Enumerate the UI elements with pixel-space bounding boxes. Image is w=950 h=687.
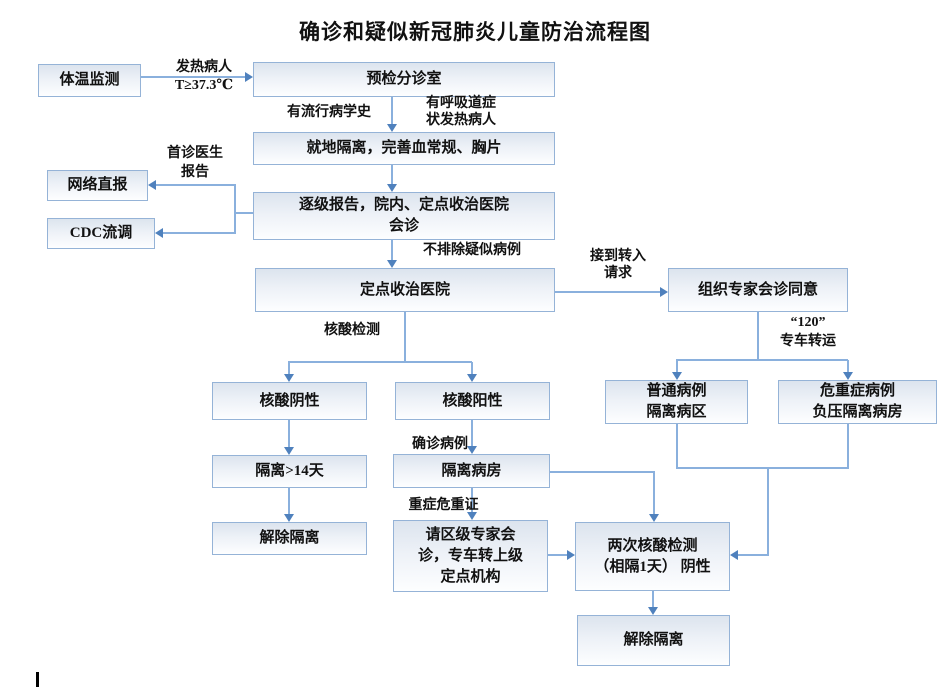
connector-report-left-stub	[235, 212, 253, 214]
node-net-report: 网络直报	[47, 170, 148, 201]
node-ordinary-ward: 普通病例 隔离病区	[605, 380, 748, 424]
label-car-120: “120” 专车转运	[780, 315, 836, 349]
arrowhead-into-district	[467, 512, 477, 520]
connector-negative-to-iso14	[288, 420, 290, 447]
node-iso-14days: 隔离>14天	[212, 455, 367, 488]
node-cdc: CDC流调	[47, 218, 155, 249]
label-na-test: 核酸检测	[324, 323, 380, 338]
connector-wards-merge	[676, 467, 849, 469]
connector-onsite-to-report	[391, 165, 393, 185]
connector-report-left-riser	[234, 184, 236, 234]
connector-critical-drop	[847, 360, 849, 372]
connector-tests-to-release	[652, 591, 654, 607]
node-two-tests: 两次核酸检测 （相隔1天） 阴性	[575, 522, 730, 591]
connector-ward-to-district	[471, 488, 473, 512]
label-confirmed: 确诊病例	[412, 437, 468, 452]
arrowhead-into-tests-left	[567, 550, 575, 560]
label-transfer-request: 接到转入 请求	[590, 249, 646, 281]
label-epi-history: 有流行病学史	[287, 105, 371, 120]
label-resp-symptom: 有呼吸道症 状发热病人	[426, 96, 496, 128]
connector-na-split	[288, 361, 472, 363]
connector-positive-to-ward	[471, 420, 473, 446]
arrowhead-into-triage	[245, 72, 253, 82]
connector-ward-right	[550, 471, 655, 473]
connector-iso14-to-release	[288, 488, 290, 514]
connector-district-to-tests	[548, 554, 567, 556]
node-na-negative: 核酸阴性	[212, 382, 367, 420]
arrowhead-into-positive	[467, 374, 477, 382]
connector-designated-stem	[404, 312, 406, 362]
label-severe: 重症危重证	[408, 498, 479, 513]
connector-designated-to-expert	[555, 291, 660, 293]
arrowhead-into-iso14	[284, 447, 294, 455]
connector-ordinary-drop	[676, 360, 678, 372]
arrowhead-into-tests-top	[649, 514, 659, 522]
connector-expert-stem	[757, 312, 759, 360]
connector-critical-down	[847, 424, 849, 468]
arrowhead-into-critical	[843, 372, 853, 380]
label-first-doctor: 首诊医生 报告	[167, 146, 223, 180]
arrowhead-into-designated	[387, 260, 397, 268]
node-designated-hospital: 定点收治医院	[255, 268, 555, 312]
connector-ordinary-down	[676, 424, 678, 468]
node-report: 逐级报告，院内、定点收治医院 会诊	[253, 192, 555, 240]
node-release-left: 解除隔离	[212, 522, 367, 555]
connector-na-negative-drop	[288, 362, 290, 374]
node-district-expert: 请区级专家会 诊，专车转上级 定点机构	[393, 520, 548, 592]
connector-merge-to-tests	[736, 554, 768, 556]
arrowhead-into-net-report	[148, 180, 156, 190]
arrowhead-into-negative	[284, 374, 294, 382]
connector-merge-drop	[767, 467, 769, 556]
arrowhead-into-cdc	[155, 228, 163, 238]
node-release-bottom: 解除隔离	[577, 615, 730, 666]
arrowhead-into-tests-right	[730, 550, 738, 560]
connector-na-positive-drop	[471, 362, 473, 374]
arrowhead-into-expert	[660, 287, 668, 297]
connector-ward-right-drop	[653, 471, 655, 516]
arrowhead-into-report	[387, 184, 397, 192]
page-title: 确诊和疑似新冠肺炎儿童防治流程图	[299, 20, 651, 44]
node-temp-monitor: 体温监测	[38, 64, 141, 97]
arrowhead-into-onsite	[387, 124, 397, 132]
node-na-positive: 核酸阳性	[395, 382, 550, 420]
label-fever: 发热病人 T≥37.3℃	[174, 60, 234, 93]
node-onsite-isolation: 就地隔离，完善血常规、胸片	[253, 132, 555, 165]
connector-to-cdc	[163, 232, 235, 234]
arrowhead-into-ward	[467, 446, 477, 454]
node-iso-ward: 隔离病房	[393, 454, 550, 488]
connector-to-net-report	[156, 184, 235, 186]
arrowhead-into-release-bottom	[648, 607, 658, 615]
label-not-excluded: 不排除疑似病例	[423, 243, 521, 258]
connector-triage-to-onsite	[391, 97, 393, 124]
node-critical-ward: 危重症病例 负压隔离病房	[778, 380, 937, 424]
connector-temp-to-triage	[141, 76, 250, 78]
arrowhead-into-release-left	[284, 514, 294, 522]
arrowhead-into-ordinary	[672, 372, 682, 380]
node-triage: 预检分诊室	[253, 62, 555, 97]
node-expert-agree: 组织专家会诊同意	[668, 268, 848, 312]
connector-ward-split	[676, 359, 848, 361]
connector-report-to-designated	[391, 240, 393, 260]
text-cursor	[36, 672, 39, 687]
